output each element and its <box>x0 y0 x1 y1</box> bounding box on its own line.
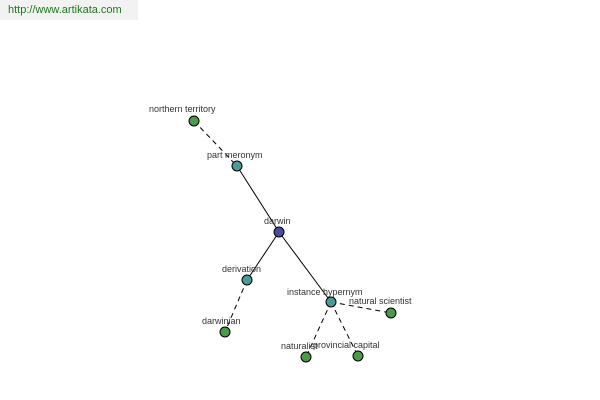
edge-instance-hypernym-to-provincial-capital <box>330 301 359 357</box>
node-label-part-meronym: part meronym <box>207 150 263 160</box>
edge-derivation-to-darwinian <box>224 279 248 333</box>
node-darwinian[interactable]: darwinian <box>202 316 241 338</box>
node-label-instance-hypernym: instance hypernym <box>287 287 363 297</box>
node-label-naturalist: naturalist <box>281 341 318 351</box>
node-circle-provincial-capital[interactable] <box>352 350 364 362</box>
edge-darwin-to-derivation <box>246 231 280 281</box>
edge-northern-territory-to-part-meronym <box>193 120 238 167</box>
node-natural-scientist[interactable]: natural scientist <box>349 296 412 319</box>
node-naturalist[interactable]: naturalist <box>281 341 318 363</box>
node-circle-darwinian[interactable] <box>219 326 231 338</box>
url-banner: http://www.artikata.com <box>0 0 138 20</box>
edge-part-meronym-to-darwin <box>236 165 280 233</box>
node-label-darwin: darwin <box>264 216 291 226</box>
site-url[interactable]: http://www.artikata.com <box>8 4 122 16</box>
edge-instance-hypernym-to-natural-scientist <box>330 301 392 314</box>
node-circle-naturalist[interactable] <box>300 351 312 363</box>
node-northern-territory[interactable]: northern territory <box>149 104 216 127</box>
node-circle-northern-territory[interactable] <box>188 115 200 127</box>
node-provincial-capital[interactable]: provincial capital <box>313 340 380 362</box>
edge-instance-hypernym-to-naturalist <box>305 301 332 358</box>
node-label-natural-scientist: natural scientist <box>349 296 412 306</box>
node-darwin[interactable]: darwin <box>264 216 291 238</box>
node-circle-natural-scientist[interactable] <box>385 307 397 319</box>
node-instance-hypernym[interactable]: instance hypernym <box>287 287 363 308</box>
node-part-meronym[interactable]: part meronym <box>207 150 263 172</box>
node-circle-part-meronym[interactable] <box>231 160 243 172</box>
edge-darwin-to-instance-hypernym <box>278 231 332 303</box>
node-label-derivation: derivation <box>222 264 261 274</box>
graph-nodes: northern territory part meronym darwin deri… <box>149 104 412 363</box>
node-derivation[interactable]: derivation <box>222 264 261 286</box>
node-circle-instance-hypernym[interactable] <box>325 296 337 308</box>
node-label-provincial-capital: provincial capital <box>313 340 380 350</box>
node-circle-darwin[interactable] <box>273 226 285 238</box>
node-circle-derivation[interactable] <box>241 274 253 286</box>
node-label-northern-territory: northern territory <box>149 104 216 114</box>
node-label-darwinian: darwinian <box>202 316 241 326</box>
graph-edges <box>193 120 392 358</box>
